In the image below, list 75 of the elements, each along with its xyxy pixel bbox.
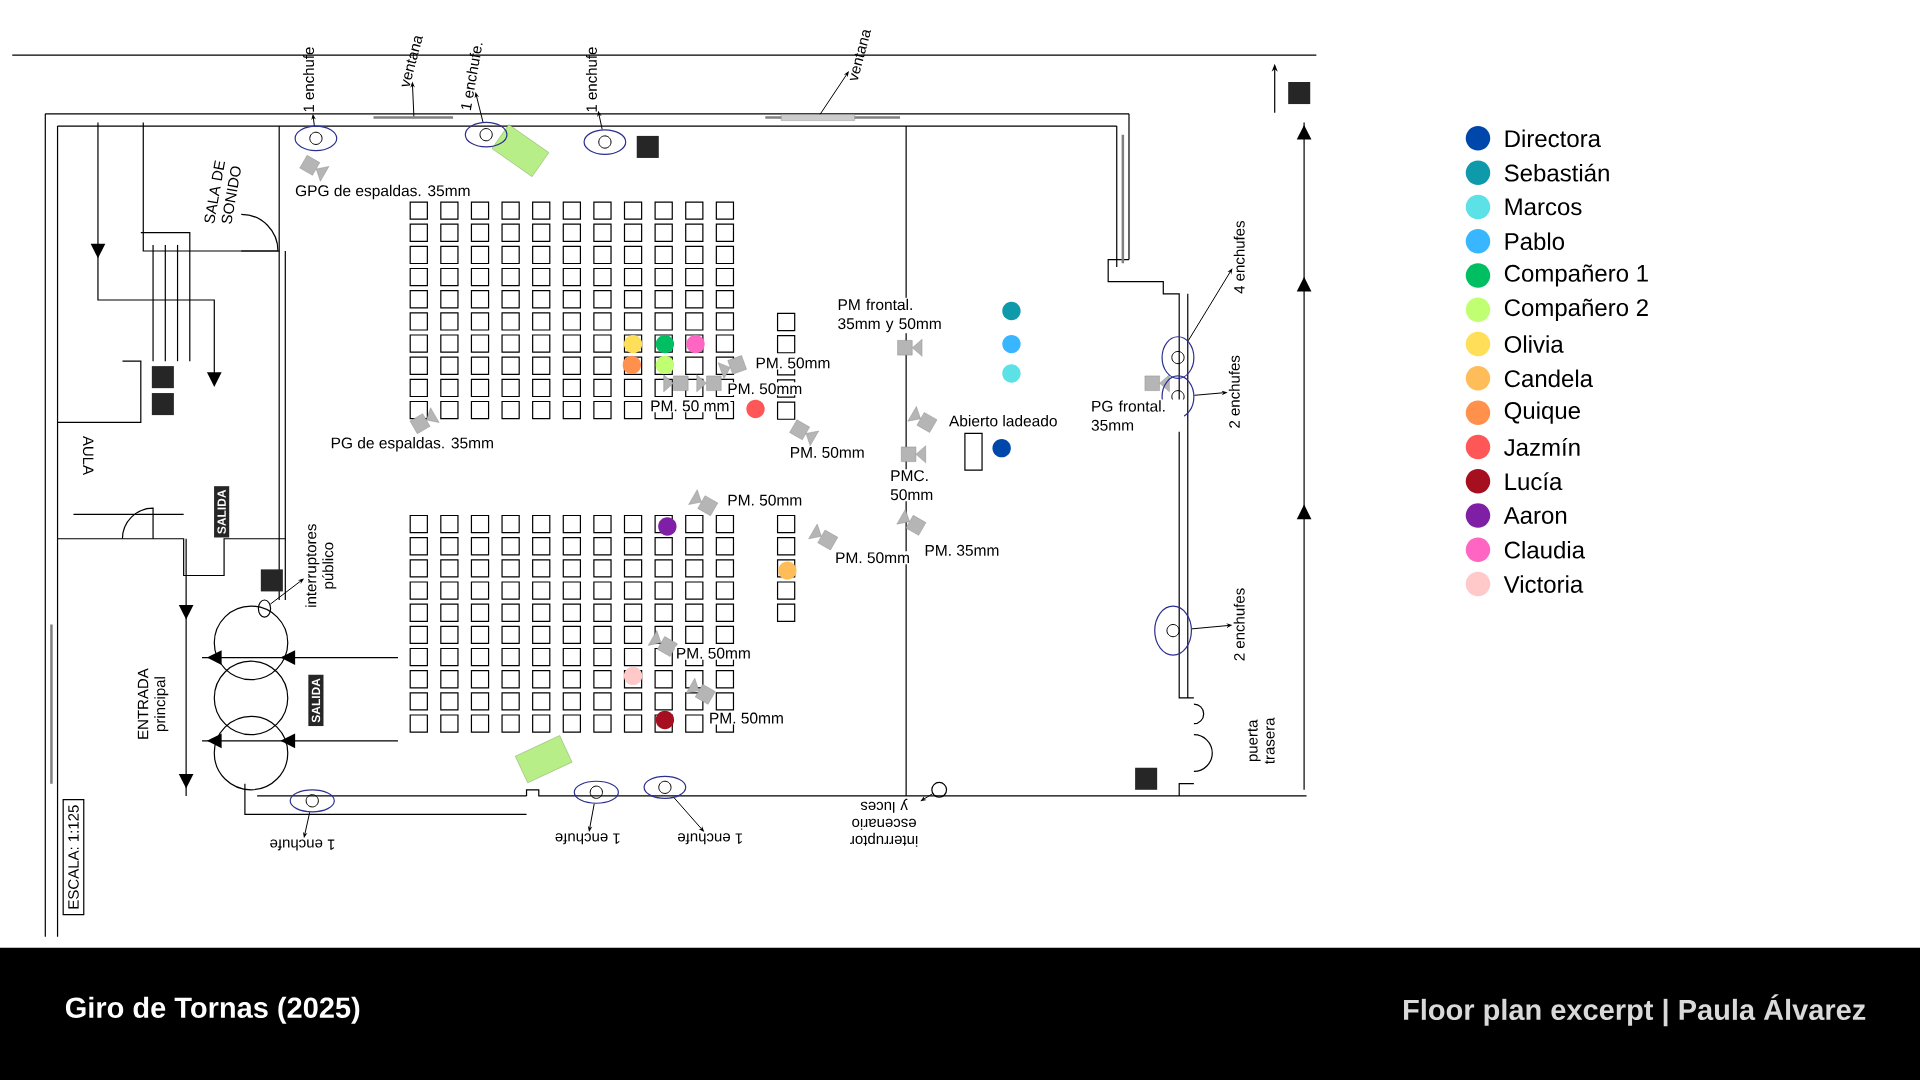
legend-label: Claudia — [1504, 541, 1585, 559]
legend-label: Olivia — [1504, 335, 1564, 353]
outlet-symbol — [464, 121, 508, 148]
handwritten-note: 1 enchufe — [270, 839, 335, 851]
leader-arrow — [303, 811, 311, 838]
camera-label: PG frontal. 35mm — [1090, 399, 1184, 432]
handwritten-note: 2 enchufes — [1228, 355, 1240, 428]
camera-label: PMC. 50mm — [889, 469, 942, 502]
switch-symbol — [931, 781, 948, 798]
leader-arrow — [921, 793, 933, 801]
leader-arrow — [311, 114, 315, 127]
legend-label: Aaron — [1503, 507, 1567, 524]
camera-label: GPG de espaldas. 35mm — [294, 183, 472, 201]
outlet-symbol — [294, 125, 338, 152]
outlet-symbol — [289, 789, 335, 813]
legend-label: Sebastián — [1504, 163, 1609, 182]
leader-arrow — [1191, 623, 1232, 630]
switch-symbol — [257, 599, 272, 618]
leader-arrow — [269, 578, 304, 605]
leader-arrow — [474, 92, 484, 123]
handwritten-note: ventana — [401, 36, 423, 87]
camera-label: PM. 50mm — [674, 646, 752, 660]
outlet-symbol — [573, 780, 619, 804]
handwritten-note: 1 enchufe. — [461, 43, 483, 111]
exit-sign: SALIDA — [308, 674, 324, 727]
handwritten-note: 4 enchufes — [1233, 221, 1245, 294]
exit-sign: SALIDA — [214, 486, 230, 538]
camera-label: PM frontal. 35mm y 50mm — [836, 297, 947, 334]
camera-label: Abierto ladeado — [947, 414, 1059, 428]
legend-label: Directora — [1505, 129, 1601, 148]
outlet-symbol — [583, 129, 627, 155]
leader-arrow — [673, 797, 704, 832]
handwritten-note: 1 enchufe — [585, 47, 597, 112]
window-symbol — [781, 114, 855, 121]
legend-label: Lucía — [1505, 472, 1563, 491]
handwritten-note: 1 enchufe — [555, 833, 620, 845]
leader-arrow — [410, 82, 415, 117]
handwritten-label: AULA — [82, 435, 94, 476]
camera-label: PM. 50mm — [726, 493, 804, 507]
handwritten-note: 1 enchufe — [677, 833, 742, 845]
scale-label: ESCALA: 1:125 — [62, 799, 85, 916]
legend-label: Candela — [1504, 369, 1594, 388]
leader-arrow — [819, 71, 849, 115]
handwritten-note: interruptor escenario y luces — [850, 798, 918, 847]
legend-label: Quique — [1504, 401, 1580, 424]
title: Giro de Tornas (2025) — [65, 996, 360, 1024]
handwritten-note: 2 enchufes — [1233, 588, 1245, 661]
legend-label: Pablo — [1505, 232, 1565, 251]
legend-label: Compañero 2 — [1504, 298, 1648, 321]
outlet-symbol — [1161, 336, 1195, 379]
leader-arrow — [597, 111, 603, 130]
handwritten-note: interruptores público — [305, 524, 337, 607]
outlet-symbol — [1154, 605, 1193, 656]
handwritten-note: ventana — [849, 30, 872, 80]
handwritten-label: SALA DE SONIDO — [204, 160, 241, 224]
leader-arrow — [1187, 268, 1233, 342]
footer-text: Floor plan excerpt | Paula Álvarez — [1404, 994, 1866, 1027]
handwritten-note: 1 enchufe — [303, 47, 315, 112]
leader-arrow — [1193, 391, 1227, 396]
camera-label: PM. 35mm — [923, 543, 1001, 557]
camera-label: PM. 50mm — [707, 711, 785, 725]
camera-label: PM. 50mm — [834, 551, 911, 565]
handwritten-label: ENTRADA principal — [137, 668, 169, 739]
leader-arrow — [588, 803, 595, 832]
handwritten-label: puerta trasera — [1247, 717, 1275, 764]
legend-label: Compañero 1 — [1504, 264, 1648, 287]
legend-label: Marcos — [1505, 198, 1582, 216]
camera-label: PM. 50mm — [726, 382, 804, 396]
camera-label: PM. 50 mm — [649, 399, 731, 413]
legend-label: Jazmín — [1504, 438, 1580, 456]
camera-label: PM. 50mm — [754, 356, 832, 370]
outlet-symbol — [643, 775, 687, 799]
camera-label: PG de espaldas. 35mm — [329, 436, 495, 453]
legend-label: Victoria — [1503, 575, 1584, 593]
camera-label: PM. 50mm — [788, 445, 866, 459]
